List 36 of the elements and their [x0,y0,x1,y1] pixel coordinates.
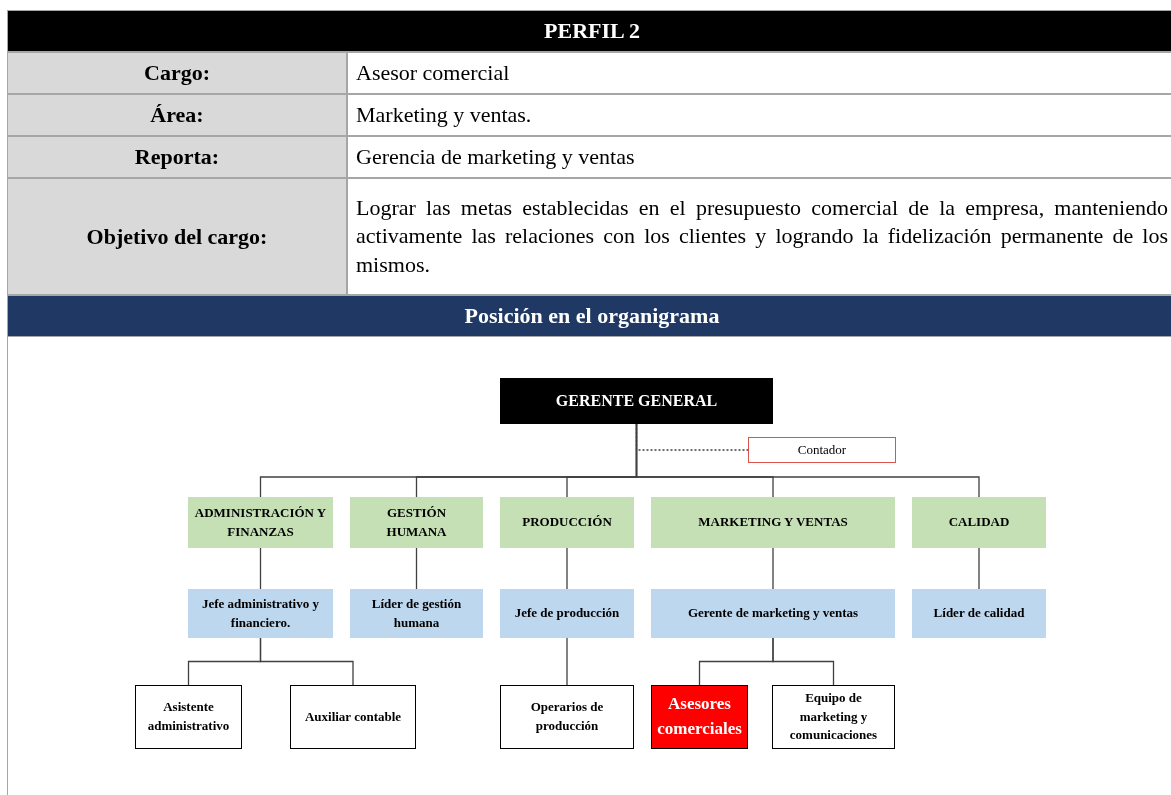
department-box: ADMINISTRACIÓN Y FINANZAS [188,497,333,548]
connector-line [772,547,774,590]
field-value: Marketing y ventas. [347,94,1171,136]
position-box: Auxiliar contable [290,685,416,749]
connector-line [772,637,835,686]
department-box: PRODUCCIÓN [500,497,634,548]
advisor-box: Contador [748,437,896,463]
field-label: Área: [7,94,347,136]
manager-box: Líder de gestión humana [350,589,483,638]
connector-line [415,547,418,590]
field-value: Gerencia de marketing y ventas [347,136,1171,178]
position-box: Asistente administrativo [135,685,242,749]
manager-box: Jefe administrativo y financiero. [188,589,333,638]
highlighted-position-box: Asesores comerciales [651,685,748,749]
field-value: Asesor comercial [347,52,1171,94]
field-label: Cargo: [7,52,347,94]
section-header: Posición en el organigrama [7,295,1171,337]
field-label: Reporta: [7,136,347,178]
field-value: Lograr las metas establecidas en el presupuesto comercial de la empresa, manteniendo activamente las relaciones con los clientes y logrando la fidelización permanente de los mismos. [347,178,1171,295]
department-box: MARKETING Y VENTAS [651,497,895,548]
table-title: PERFIL 2 [7,10,1171,52]
department-box: GESTIÓN HUMANA [350,497,483,548]
position-box: Operarios de producción [500,685,634,749]
executive-box: GERENTE GENERAL [500,378,773,424]
connector-line [566,547,568,590]
manager-box: Gerente de marketing y ventas [651,589,895,638]
department-box: CALIDAD [912,497,1046,548]
field-label: Objetivo del cargo: [7,178,347,295]
connector-line [259,637,354,686]
position-box: Equipo de marketing y comunicaciones [772,685,895,749]
connector-line [635,423,980,498]
connector-line [566,637,568,686]
connector-line [978,547,980,590]
manager-box: Líder de calidad [912,589,1046,638]
manager-box: Jefe de producción [500,589,634,638]
connector-line [259,547,262,590]
